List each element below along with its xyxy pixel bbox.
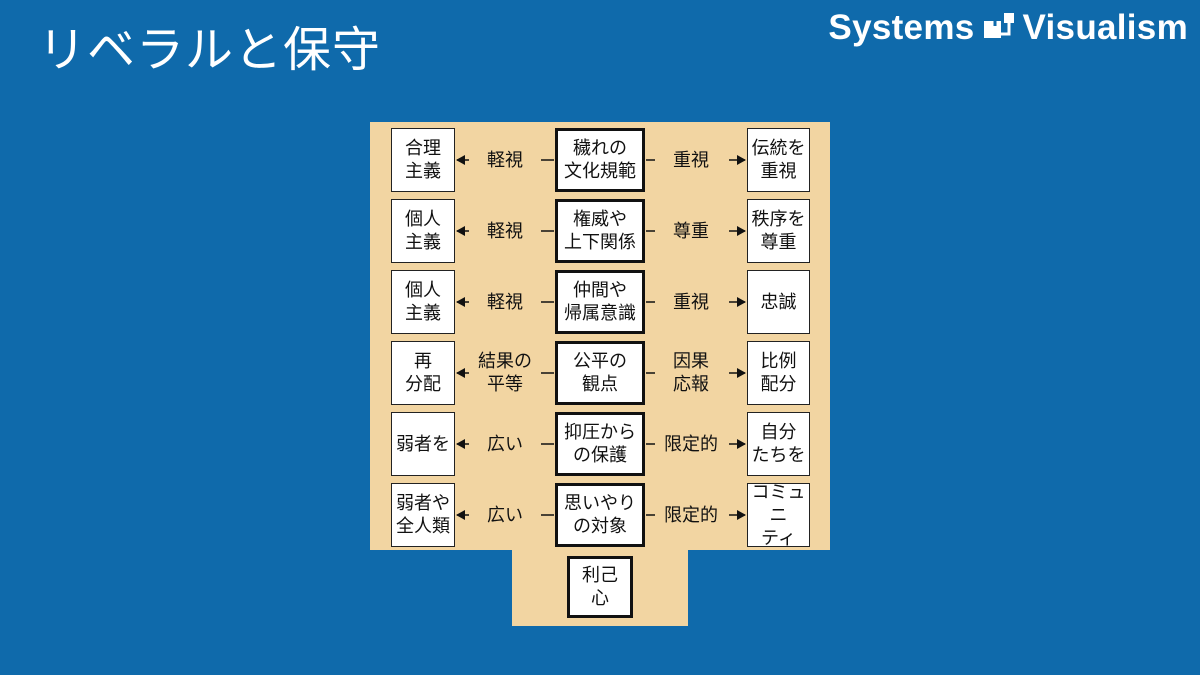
left-box: 合理 主義 bbox=[391, 128, 455, 192]
right-box: 忠誠 bbox=[747, 270, 810, 334]
left-box: 再 分配 bbox=[391, 341, 455, 405]
left-box: 個人 主義 bbox=[391, 199, 455, 263]
right-box: コミュニ ティ bbox=[747, 482, 810, 549]
center-box: 穢れの 文化規範 bbox=[555, 128, 645, 192]
brand-logo: Systems Visualism bbox=[828, 8, 1188, 48]
right-box: 自分 たちを bbox=[747, 412, 810, 476]
diagram-panel bbox=[370, 122, 830, 550]
right-arrow-label: 重視 bbox=[673, 291, 709, 313]
brand-text-left: Systems bbox=[828, 8, 975, 47]
center-box: 仲間や 帰属意識 bbox=[555, 270, 645, 334]
center-box: 公平の 観点 bbox=[555, 341, 645, 405]
center-box: 思いやり の対象 bbox=[555, 483, 645, 547]
brand-text-right: Visualism bbox=[1022, 8, 1188, 47]
center-box: 権威や 上下関係 bbox=[555, 199, 645, 263]
left-box: 個人 主義 bbox=[391, 270, 455, 334]
left-box: 弱者を bbox=[391, 412, 455, 476]
right-box: 秩序を 尊重 bbox=[747, 199, 810, 263]
left-arrow-label: 軽視 bbox=[487, 291, 523, 313]
right-arrow-label: 因果 応報 bbox=[673, 351, 709, 395]
right-arrow-label: 限定的 bbox=[664, 433, 718, 455]
left-arrow-label: 広い bbox=[487, 504, 523, 526]
right-box: 比例 配分 bbox=[747, 341, 810, 405]
bottom-box-self-interest: 利己 心 bbox=[567, 556, 633, 618]
left-arrow-label: 広い bbox=[487, 433, 523, 455]
page-title: リベラルと保守 bbox=[38, 22, 382, 78]
systems-visualism-logo-icon bbox=[983, 12, 1015, 44]
right-arrow-label: 尊重 bbox=[673, 220, 709, 242]
right-arrow-label: 限定的 bbox=[664, 504, 718, 526]
right-box: 伝統を 重視 bbox=[747, 128, 810, 192]
right-arrow-label: 重視 bbox=[673, 149, 709, 171]
left-arrow-label: 結果の 平等 bbox=[478, 351, 532, 395]
left-arrow-label: 軽視 bbox=[487, 149, 523, 171]
left-arrow-label: 軽視 bbox=[487, 220, 523, 242]
left-box: 弱者や 全人類 bbox=[391, 483, 455, 547]
center-box: 抑圧から の保護 bbox=[555, 412, 645, 476]
